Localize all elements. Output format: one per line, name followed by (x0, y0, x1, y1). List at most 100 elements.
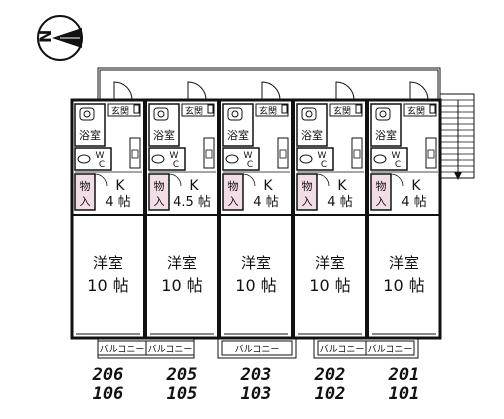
toilet-icon (373, 154, 387, 164)
entrance-label: 玄関 (111, 105, 129, 117)
western-room-size: 10 帖 (383, 276, 424, 295)
closet-door (316, 173, 330, 187)
corridor (97, 67, 441, 100)
kitchen-size: 4.5 帖 (173, 195, 211, 210)
bath-label: 浴室 (153, 128, 175, 142)
drain-icon (157, 110, 165, 118)
balcony-205: バルコニー (145, 340, 195, 356)
entrance-label: 玄関 (407, 105, 425, 117)
wc-label-c: C (173, 160, 179, 170)
unit-number-lower: 106 (93, 384, 124, 404)
bath-label: 浴室 (227, 128, 249, 142)
sink-icon (131, 149, 139, 159)
storage-label-1: 物 (80, 179, 91, 193)
drain-icon (83, 110, 91, 118)
storage-label-2: 入 (376, 195, 387, 208)
shoe-box (281, 104, 288, 114)
storage-closet (148, 173, 170, 211)
balcony-box (221, 340, 293, 356)
drain-icon (379, 110, 387, 118)
kitchen-size: 4 帖 (253, 195, 278, 210)
bathtub-icon (227, 107, 243, 121)
wc-room (296, 147, 334, 171)
balcony-label: バルコニー (100, 344, 145, 355)
unit-number-lower: 103 (241, 384, 272, 404)
balcony-frame-mid (217, 337, 297, 359)
wc-room (148, 147, 186, 171)
wc-label-c: C (321, 160, 327, 170)
drain-icon (231, 110, 239, 118)
entrance-door (409, 81, 429, 101)
western-room-label: 洋室 (315, 254, 345, 272)
entrance-label: 玄関 (333, 105, 351, 117)
entrance-area (255, 103, 289, 117)
wc-label-c: C (99, 160, 105, 170)
toilet-icon (77, 154, 91, 164)
balcony-frame-left (97, 337, 195, 359)
unit-number-lower: 105 (167, 384, 198, 404)
bathtub-icon (79, 107, 95, 121)
bath-label: 浴室 (375, 128, 397, 142)
bath-label: 浴室 (301, 128, 323, 142)
kitchen-label: K (263, 178, 273, 194)
storage-closet (74, 173, 96, 211)
wc-label-w: W (244, 151, 253, 161)
storage-label-1: 物 (376, 179, 387, 193)
bathtub-icon (301, 107, 317, 121)
unit-number-upper: 201 (388, 365, 420, 385)
unit-number-upper: 206 (92, 365, 124, 385)
drain-icon (305, 110, 313, 118)
toilet-icon (299, 154, 313, 164)
sink-icon (205, 149, 213, 159)
wc-label-c: C (247, 160, 253, 170)
western-room-size: 10 帖 (87, 276, 128, 295)
storage-closet (296, 173, 318, 211)
kitchen-size: 4 帖 (105, 195, 130, 210)
balcony-frame-right (313, 337, 419, 359)
kitchen-label: K (189, 178, 199, 194)
wc-room (74, 147, 112, 171)
storage-label-2: 入 (154, 195, 165, 208)
storage-closet (370, 173, 392, 211)
unit-number-lower: 101 (389, 384, 420, 404)
shoe-box (355, 104, 362, 114)
storage-label-2: 入 (302, 195, 313, 208)
kitchen-size: 4 帖 (327, 195, 352, 210)
closet-door (168, 173, 182, 187)
balcony-box (365, 340, 415, 356)
storage-label-2: 入 (228, 195, 239, 208)
closet-door (390, 173, 404, 187)
wc-room (222, 147, 260, 171)
sink-icon (353, 149, 361, 159)
shoe-box (133, 104, 140, 114)
western-room-size: 10 帖 (309, 276, 350, 295)
entrance-door (335, 81, 355, 101)
shoe-box (207, 104, 214, 114)
entrance-label: 玄関 (259, 105, 277, 117)
western-room-label: 洋室 (389, 254, 419, 272)
bathtub-icon (375, 107, 391, 121)
entrance-area (181, 103, 215, 117)
balcony-202: バルコニー (317, 340, 367, 356)
storage-label-1: 物 (228, 179, 239, 193)
kitchen-label: K (411, 178, 421, 194)
north-arrow-icon: N (36, 15, 83, 61)
wc-label-w: W (392, 151, 401, 161)
wc-room (370, 147, 408, 171)
western-room-label: 洋室 (241, 254, 271, 272)
entrance-area (403, 103, 437, 117)
toilet-icon (151, 154, 165, 164)
balcony-label: バルコニー (368, 344, 413, 355)
entrance-area (329, 103, 363, 117)
kitchen-size: 4 帖 (401, 195, 426, 210)
storage-label-1: 物 (154, 179, 165, 193)
wc-label-w: W (170, 151, 179, 161)
compass-letter: N (36, 30, 55, 43)
balcony-206: バルコニー (97, 340, 147, 356)
unit-number-upper: 203 (240, 365, 272, 385)
bath-label: 浴室 (79, 128, 101, 142)
western-room-label: 洋室 (93, 254, 123, 272)
